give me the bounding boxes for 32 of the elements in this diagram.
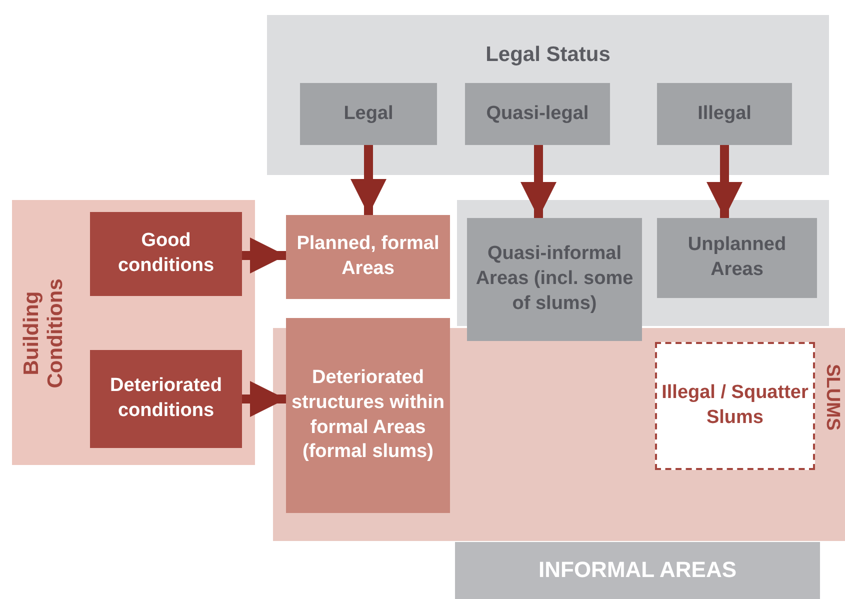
area-box (655, 342, 815, 470)
band (12, 200, 255, 465)
area-label: Illegal (696, 102, 752, 126)
arrow (242, 238, 286, 274)
band (267, 15, 829, 175)
area-label: INFORMAL AREAS (538, 556, 738, 584)
area-label: Quasi-legal (485, 102, 590, 126)
category-box (465, 83, 610, 145)
area-label: Illegal / Squatter Slums (660, 381, 810, 430)
arrow (706, 145, 742, 218)
area-label: Unplanned Areas (686, 233, 788, 282)
band-title: Building Conditions (20, 276, 68, 390)
arrow (520, 145, 556, 218)
area-label: Good conditions (116, 229, 216, 278)
arrow (242, 381, 286, 417)
area-box (657, 218, 817, 298)
category-box (90, 350, 242, 448)
area-label: Planned, formal Areas (296, 232, 440, 281)
category-box (657, 83, 792, 145)
category-box (300, 83, 437, 145)
band-title: Legal Status (484, 42, 612, 68)
band (455, 542, 820, 599)
area-label: Deteriorated conditions (109, 374, 223, 423)
area-label: Quasi-informal Areas (incl. some of slums) (474, 242, 634, 316)
area-box (286, 215, 450, 299)
area-label: Deteriorated structures within formal Areas (formal slums) (290, 366, 446, 464)
arrow (350, 145, 386, 215)
area-label: Legal (342, 102, 394, 126)
band-title: SLUMS (821, 364, 843, 430)
area-box (467, 218, 642, 341)
category-box (90, 212, 242, 296)
area-box (286, 318, 450, 513)
